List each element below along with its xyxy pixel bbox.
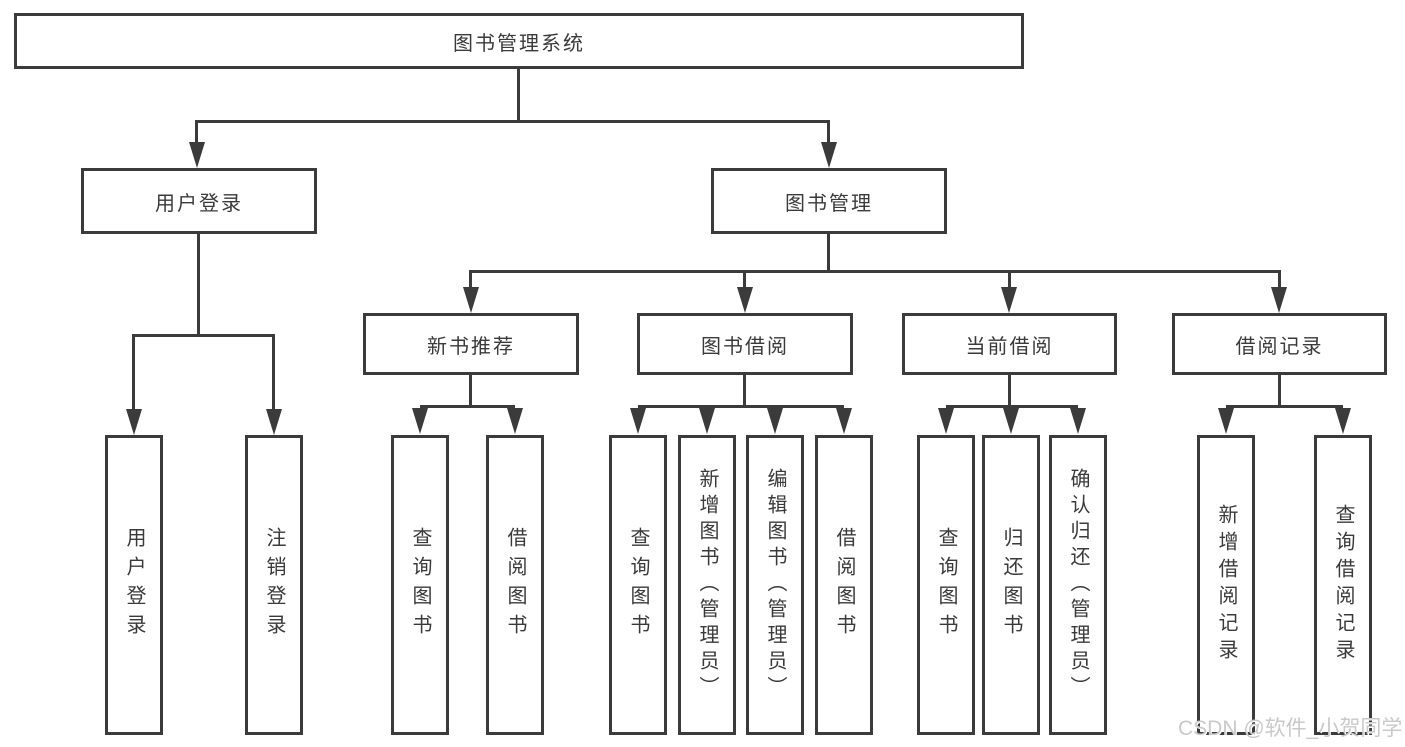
leaf-label: 归还图书 [1000, 527, 1022, 643]
connector-line [827, 234, 830, 272]
connector-line [1278, 375, 1281, 407]
arrowhead-down-icon [737, 287, 753, 313]
connector-line [134, 334, 274, 337]
leaf-label: 查询图书 [409, 527, 431, 643]
leaf-label: 查询借阅记录 [1332, 504, 1354, 666]
connector-line [1278, 270, 1281, 288]
connector-line [1008, 375, 1011, 407]
node-new-book-recommend: 新书推荐 [363, 313, 579, 375]
connector-line [743, 270, 746, 288]
leaf-query-borrow-record: 查询借阅记录 [1314, 435, 1372, 735]
leaf-label: 编辑图书（管理员） [764, 468, 786, 702]
connector-line [469, 375, 472, 407]
connector-line [827, 120, 830, 143]
arrowhead-down-icon [1218, 408, 1234, 434]
leaf-label: 确认归还（管理员） [1067, 468, 1089, 702]
arrowhead-down-icon [1001, 287, 1017, 313]
arrowhead-down-icon [767, 408, 783, 434]
connector-line [1008, 270, 1011, 288]
leaf-confirm-return-admin: 确认归还（管理员） [1049, 435, 1107, 735]
leaf-label: 用户登录 [123, 527, 145, 643]
leaf-query-books-recommend: 查询图书 [391, 435, 449, 735]
connector-line [197, 120, 830, 123]
connector-line [197, 234, 200, 336]
connector-line [517, 69, 520, 122]
arrowhead-down-icon [1271, 287, 1287, 313]
arrowhead-down-icon [412, 408, 428, 434]
leaf-query-books-borrow: 查询图书 [609, 435, 667, 735]
node-book-borrow: 图书借阅 [637, 313, 853, 375]
node-current-borrow: 当前借阅 [902, 313, 1117, 375]
arrowhead-down-icon [630, 408, 646, 434]
leaf-label: 借阅图书 [504, 527, 526, 643]
arrowhead-down-icon [507, 408, 523, 434]
arrowhead-down-icon [266, 409, 282, 435]
arrowhead-down-icon [836, 408, 852, 434]
connector-line [469, 270, 472, 288]
leaf-label: 查询图书 [627, 527, 649, 643]
leaf-borrow-books-recommend: 借阅图书 [486, 435, 544, 735]
leaf-query-books-current: 查询图书 [917, 435, 975, 735]
connector-line [638, 405, 844, 408]
connector-line [471, 270, 1281, 273]
arrowhead-down-icon [126, 409, 142, 435]
leaf-label: 注销登录 [263, 527, 285, 643]
node-book-management: 图书管理 [711, 168, 947, 234]
leaf-return-books: 归还图书 [982, 435, 1040, 735]
leaf-label: 借阅图书 [833, 527, 855, 643]
node-borrow-records: 借阅记录 [1172, 313, 1387, 375]
leaf-logout: 注销登录 [245, 435, 303, 735]
arrowhead-down-icon [821, 142, 837, 168]
arrowhead-down-icon [463, 287, 479, 313]
connector-line [946, 405, 1078, 408]
leaf-edit-books-admin: 编辑图书（管理员） [746, 435, 804, 735]
connector-line [420, 405, 515, 408]
connector-line [195, 120, 198, 143]
connector-line [743, 375, 746, 407]
arrowhead-down-icon [189, 142, 205, 168]
arrowhead-down-icon [938, 408, 954, 434]
watermark: CSDN @软件_小贺同学 [1178, 717, 1403, 740]
node-user-login: 用户登录 [81, 168, 317, 234]
leaf-label: 新增借阅记录 [1215, 504, 1237, 666]
arrowhead-down-icon [1070, 408, 1086, 434]
leaf-add-borrow-record: 新增借阅记录 [1197, 435, 1255, 735]
connector-line [132, 334, 135, 410]
arrowhead-down-icon [1003, 408, 1019, 434]
node-system: 图书管理系统 [14, 13, 1024, 69]
leaf-borrow-books: 借阅图书 [815, 435, 873, 735]
leaf-user-login: 用户登录 [105, 435, 163, 735]
arrowhead-down-icon [1335, 408, 1351, 434]
connector-line [272, 334, 275, 410]
leaf-label: 新增图书（管理员） [696, 468, 718, 702]
connector-line [1226, 405, 1343, 408]
arrowhead-down-icon [699, 408, 715, 434]
leaf-add-books-admin: 新增图书（管理员） [678, 435, 736, 735]
leaf-label: 查询图书 [935, 527, 957, 643]
